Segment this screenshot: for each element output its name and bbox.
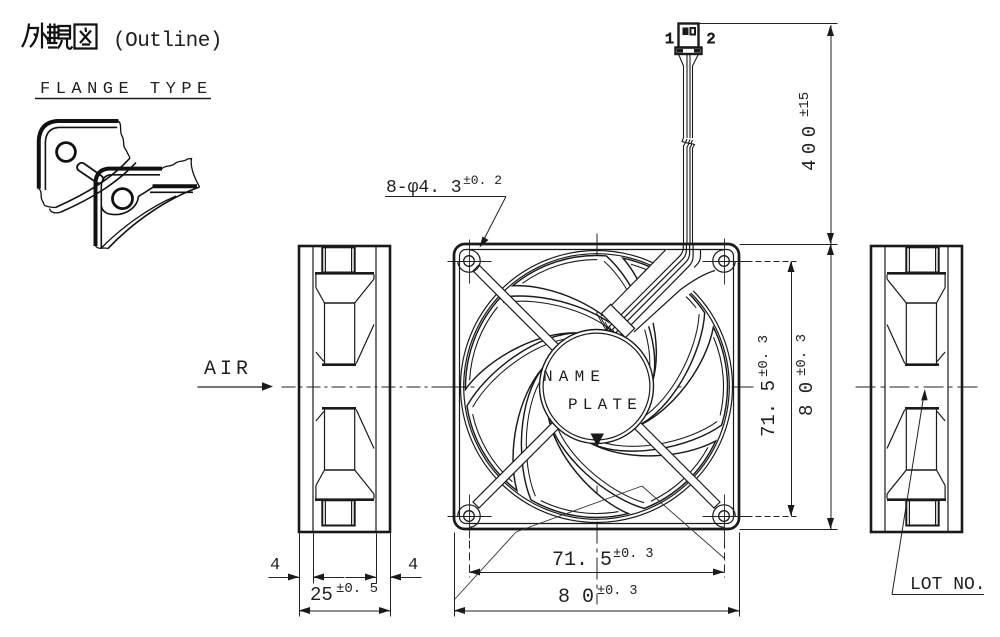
svg-text:±0. 3: ±0. 3: [597, 584, 638, 599]
svg-text:4: 4: [408, 556, 418, 575]
svg-text:PLATE: PLATE: [568, 396, 642, 414]
svg-text:(Outline): (Outline): [113, 30, 222, 53]
svg-text:NAME: NAME: [543, 368, 606, 386]
svg-text:±0. 3: ±0. 3: [613, 547, 654, 562]
svg-text:1: 1: [665, 31, 674, 48]
svg-text:±0. 3: ±0. 3: [756, 335, 772, 377]
svg-text:FLANGE TYPE: FLANGE TYPE: [40, 80, 213, 99]
svg-text:±0. 2: ±0. 2: [463, 173, 502, 188]
svg-text:4: 4: [270, 556, 280, 575]
svg-text:400: 400: [799, 120, 821, 171]
svg-text:71. 5: 71. 5: [758, 380, 780, 437]
svg-text:LOT NO.: LOT NO.: [910, 575, 986, 595]
svg-text:±0. 5: ±0. 5: [336, 581, 378, 597]
svg-text:±15: ±15: [797, 92, 813, 117]
svg-text:2: 2: [707, 31, 716, 48]
svg-text:8-φ4. 3: 8-φ4. 3: [386, 178, 462, 198]
svg-text:8 0: 8 0: [558, 586, 594, 609]
svg-text:25: 25: [310, 584, 333, 606]
svg-text:AIR: AIR: [204, 358, 252, 381]
svg-text:±0. 3: ±0. 3: [794, 334, 810, 376]
svg-text:8 0: 8 0: [796, 382, 818, 416]
svg-text:71. 5: 71. 5: [552, 549, 612, 572]
